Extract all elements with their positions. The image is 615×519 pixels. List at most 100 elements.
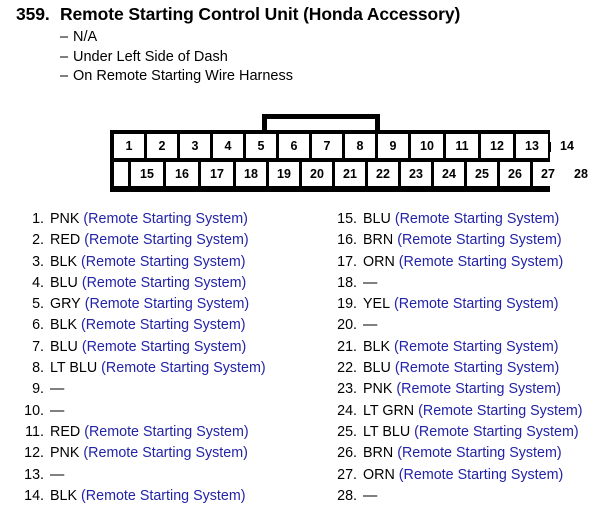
- pin-entry: 11.RED(Remote Starting System): [14, 422, 314, 443]
- detail-list: –N/A–Under Left Side of Dash–On Remote S…: [60, 28, 606, 87]
- connector-pin-23: 23: [401, 162, 431, 186]
- pin-entry: 17.ORN(Remote Starting System): [327, 252, 612, 273]
- pin-entry: 25.LT BLU(Remote Starting System): [327, 422, 612, 443]
- pin-entry: 5.GRY(Remote Starting System): [14, 294, 314, 315]
- pin-wire-color: ORN: [363, 466, 395, 483]
- pin-entry: 26.BRN(Remote Starting System): [327, 443, 612, 464]
- pin-wire-color: PNK: [50, 211, 80, 227]
- entry-number: 359.: [16, 4, 50, 24]
- pin-not-used: —: [50, 402, 65, 419]
- pin-entry: 21.BLK(Remote Starting System): [327, 337, 612, 358]
- detail-dash: –: [60, 29, 69, 45]
- pin-system-label: (Remote Starting System): [81, 253, 246, 270]
- connector-pin-25: 25: [467, 162, 497, 186]
- pin-wire-color: LT GRN: [363, 402, 415, 419]
- pin-number: 17.: [337, 253, 357, 270]
- pin-number: 21.: [337, 338, 357, 355]
- detail-line: –Under Left Side of Dash: [60, 48, 606, 68]
- pin-wire-color: YEL: [363, 296, 391, 313]
- connector-pin-15: 15: [131, 162, 163, 186]
- pin-wire-color: PNK: [363, 381, 393, 398]
- pin-system-label: (Remote Starting System): [83, 445, 248, 462]
- connector-latch-tab: [262, 114, 380, 132]
- pin-system-label: (Remote Starting System): [81, 338, 247, 355]
- pin-number: 24.: [337, 402, 357, 419]
- pin-not-used: —: [363, 274, 378, 291]
- pin-wire-color: LT BLU: [50, 360, 98, 377]
- connector-pin-8: 8: [345, 134, 375, 158]
- pin-wire-color: BLU: [363, 211, 391, 227]
- pin-entry: 7.BLU(Remote Starting System): [14, 337, 314, 358]
- pin-not-used: —: [50, 466, 65, 483]
- pin-wire-color: RED: [50, 423, 81, 440]
- pin-system-label: (Remote Starting System): [101, 360, 266, 377]
- detail-dash: –: [60, 68, 69, 84]
- pin-entry: 13. —: [14, 465, 314, 486]
- pin-not-used: —: [363, 487, 378, 504]
- pin-system-label: (Remote Starting System): [394, 211, 560, 227]
- connector-pin-12: 12: [481, 134, 513, 158]
- connector-pin-5: 5: [246, 134, 276, 158]
- connector-pin-19: 19: [269, 162, 299, 186]
- pin-number: 4.: [32, 274, 44, 291]
- pin-entry: 4. BLU(Remote Starting System): [14, 273, 314, 294]
- pin-number: 14.: [24, 487, 44, 504]
- pin-number: 25.: [337, 423, 357, 440]
- pin-system-label: (Remote Starting System): [414, 423, 579, 440]
- pin-wire-color: BLK: [50, 253, 78, 270]
- pin-system-label: (Remote Starting System): [81, 274, 247, 291]
- pin-system-label: (Remote Starting System): [81, 487, 246, 504]
- pin-number: 20.: [337, 317, 357, 334]
- detail-text: On Remote Starting Wire Harness: [73, 68, 293, 84]
- connector-pin-21: 21: [335, 162, 365, 186]
- pin-system-label: (Remote Starting System): [83, 211, 248, 227]
- pin-number: 19.: [337, 296, 357, 313]
- detail-text: N/A: [73, 29, 98, 45]
- pin-number: 11.: [25, 423, 44, 440]
- pin-wire-color: BLU: [50, 274, 78, 291]
- connector-pin-26: 26: [500, 162, 530, 186]
- pin-number: 1.: [32, 211, 44, 227]
- connector-pin-4: 4: [213, 134, 243, 158]
- detail-line: –N/A: [60, 28, 606, 48]
- pin-number: 28.: [337, 487, 357, 504]
- pin-entry: 8.LT BLU(Remote Starting System): [14, 358, 314, 379]
- connector-pin-1: 1: [114, 134, 144, 158]
- pin-number: 10.: [24, 402, 44, 419]
- latch-post-right: [375, 114, 380, 132]
- pin-wire-color: BLU: [363, 360, 391, 377]
- pin-number: 13.: [24, 466, 44, 483]
- pin-system-label: (Remote Starting System): [394, 360, 560, 377]
- detail-text: Under Left Side of Dash: [73, 48, 228, 65]
- pin-entry: 27.ORN(Remote Starting System): [327, 465, 612, 486]
- pin-wire-color: BLK: [363, 338, 391, 355]
- pin-number: 2.: [32, 232, 44, 249]
- connector-pin-14: 14: [551, 134, 583, 158]
- connector-blank-cell: [586, 134, 600, 158]
- pin-number: 22.: [337, 360, 357, 377]
- pin-number: 12.: [24, 445, 44, 462]
- pin-list-left: 1.PNK(Remote Starting System)2.RED(Remot…: [14, 209, 314, 507]
- pin-number: 7.: [32, 338, 44, 355]
- pin-number: 9.: [32, 381, 44, 398]
- connector-pin-13: 13: [516, 134, 548, 158]
- pin-number: 6.: [32, 317, 44, 334]
- connector-pin-20: 20: [302, 162, 332, 186]
- pin-number: 23.: [337, 381, 357, 398]
- connector-pin-27: 27: [533, 162, 563, 186]
- pin-entry: 1. PNK(Remote Starting System): [14, 209, 314, 230]
- connector-pin-7: 7: [312, 134, 342, 158]
- connector-blank-cell: [114, 162, 128, 186]
- connector-pin-9: 9: [378, 134, 408, 158]
- pin-not-used: —: [50, 381, 65, 398]
- pin-list-right: 15.BLU(Remote Starting System)16.BRN(Rem…: [327, 209, 612, 507]
- pin-entry: 12.PNK(Remote Starting System): [14, 443, 314, 464]
- pin-not-used: —: [363, 317, 378, 334]
- pin-number: 5.: [32, 296, 44, 313]
- pin-entry: 10. —: [14, 401, 314, 422]
- pin-entry: 20. —: [327, 315, 612, 336]
- connector-pin-3: 3: [180, 134, 210, 158]
